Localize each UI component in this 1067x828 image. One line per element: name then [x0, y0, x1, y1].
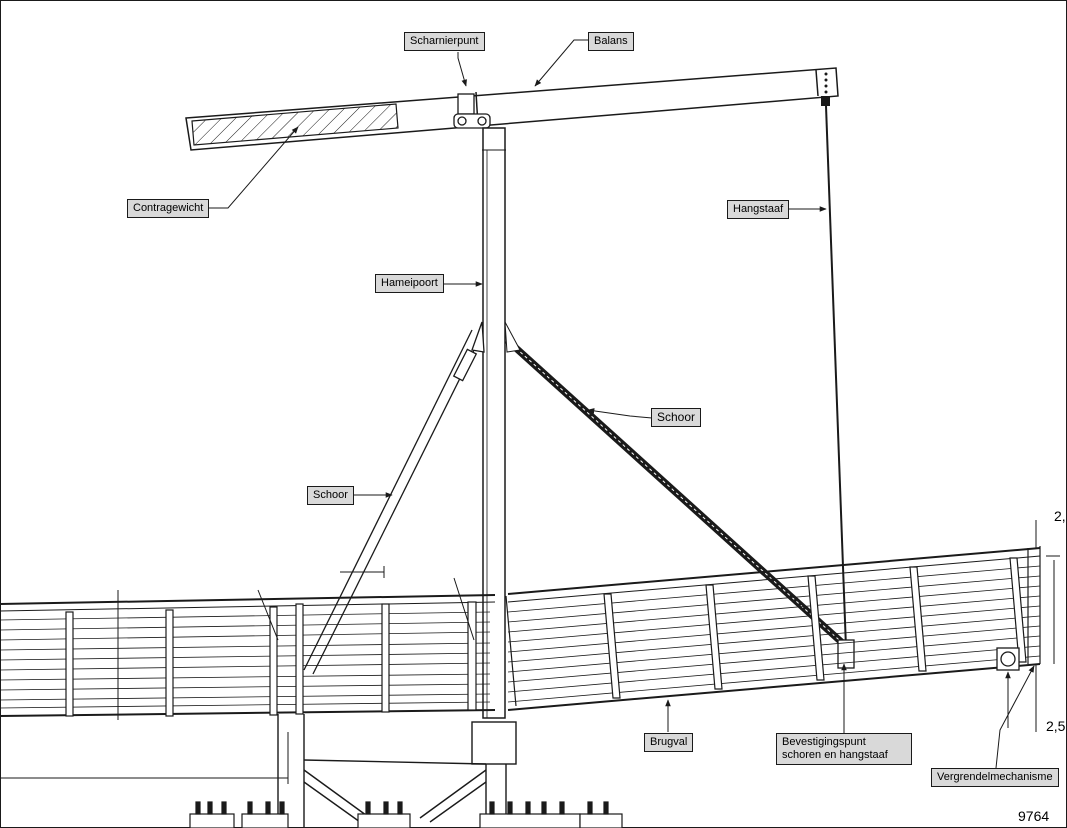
- label-hameipoort: Hameipoort: [375, 274, 444, 293]
- label-schoor-left: Schoor: [307, 486, 354, 505]
- locking-mechanism: [996, 647, 1020, 671]
- label-scharnierpunt: Scharnierpunt: [404, 32, 485, 51]
- deck-right: [505, 520, 1060, 732]
- drawing-number: 9764: [1018, 808, 1050, 824]
- label-vergrendelmechanisme: Vergrendelmechanisme: [931, 768, 1059, 787]
- leader-lines: [209, 39, 1035, 769]
- counterweight: [191, 103, 399, 146]
- deck-left: [0, 566, 496, 720]
- label-schoor-right: Schoor: [651, 408, 702, 427]
- hinge-point: [453, 93, 491, 129]
- left-brace: [303, 321, 485, 675]
- dimension-bottom: 2,5: [1046, 718, 1066, 734]
- label-balans: Balans: [588, 32, 634, 51]
- portal-post: [482, 127, 506, 719]
- label-brugval: Brugval: [644, 733, 694, 752]
- hanger-rod: [825, 105, 847, 649]
- pier: [0, 714, 517, 828]
- label-bevestigingspunt: Bevestigingspunt schoren en hangstaaf: [776, 733, 912, 765]
- label-hangstaaf: Hangstaaf: [727, 200, 790, 219]
- beam-end-bolts: [821, 72, 830, 106]
- right-brace: [504, 321, 855, 669]
- dimension-top: 2,: [1054, 508, 1066, 524]
- label-contragewicht: Contragewicht: [127, 199, 210, 218]
- foundation-bolts: [189, 801, 623, 828]
